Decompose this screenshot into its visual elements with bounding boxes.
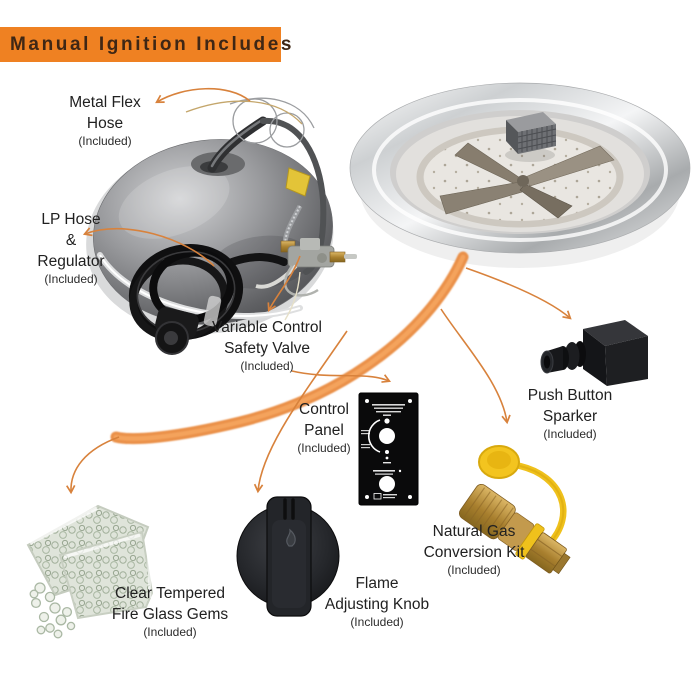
- arrow-to-gems: [66, 436, 120, 495]
- orange-swoosh: [110, 251, 469, 445]
- hose-wires: [185, 97, 315, 148]
- arrow-to-ng-kit: [440, 308, 511, 425]
- burner-mixer-box: [505, 112, 557, 162]
- push-button-sparker-label: Push Button Sparker (Included): [527, 387, 613, 441]
- flame-knob-label: Flame Adjusting Knob (Included): [324, 575, 430, 629]
- flame-adjusting-knob-image: [236, 496, 340, 617]
- yellow-tag: [285, 167, 311, 197]
- control-panel-label: Control Panel (Included): [297, 401, 351, 455]
- loose-gems: [29, 582, 76, 639]
- natural-gas-kit-label: Natural Gas Conversion Kit (Included): [423, 523, 525, 577]
- metal-flex-hose-label: Metal Flex Hose (Included): [69, 94, 141, 148]
- lp-hose-regulator-label: LP Hose & Regulator (Included): [37, 211, 105, 286]
- variable-control-safety-valve-image: [255, 204, 357, 321]
- arrow-to-control-panel: [291, 370, 392, 383]
- header-banner: Manual Ignition Includes: [0, 27, 291, 62]
- brass-fitting: [459, 483, 571, 575]
- arrow-to-lp-hose-label: [82, 227, 215, 267]
- page-title: Manual Ignition Includes: [10, 33, 295, 55]
- arrow-to-metal-flex-label: [155, 87, 251, 104]
- fire-glass-gems-label: Clear Tempered Fire Glass Gems (Included…: [111, 585, 229, 639]
- arrow-to-valve-label: [267, 255, 301, 312]
- flame-icon: [286, 528, 296, 547]
- safety-valve-label: Variable Control Safety Valve (Included): [212, 319, 322, 373]
- fire-glass-gems-bags-image: [26, 504, 154, 639]
- callout-arrows: [66, 87, 572, 495]
- lp-regulator: [155, 307, 199, 355]
- natural-gas-conversion-kit-image: [459, 445, 571, 575]
- control-panel-image: [358, 392, 419, 506]
- stainless-burner-pan-image: [349, 82, 691, 268]
- burner-cross-fins: [439, 142, 615, 219]
- push-button-sparker-image: [540, 320, 648, 386]
- arrow-to-knob: [253, 330, 348, 494]
- lp-hose-coil-regulator-image: [128, 244, 288, 355]
- arrow-to-sparker: [465, 267, 572, 320]
